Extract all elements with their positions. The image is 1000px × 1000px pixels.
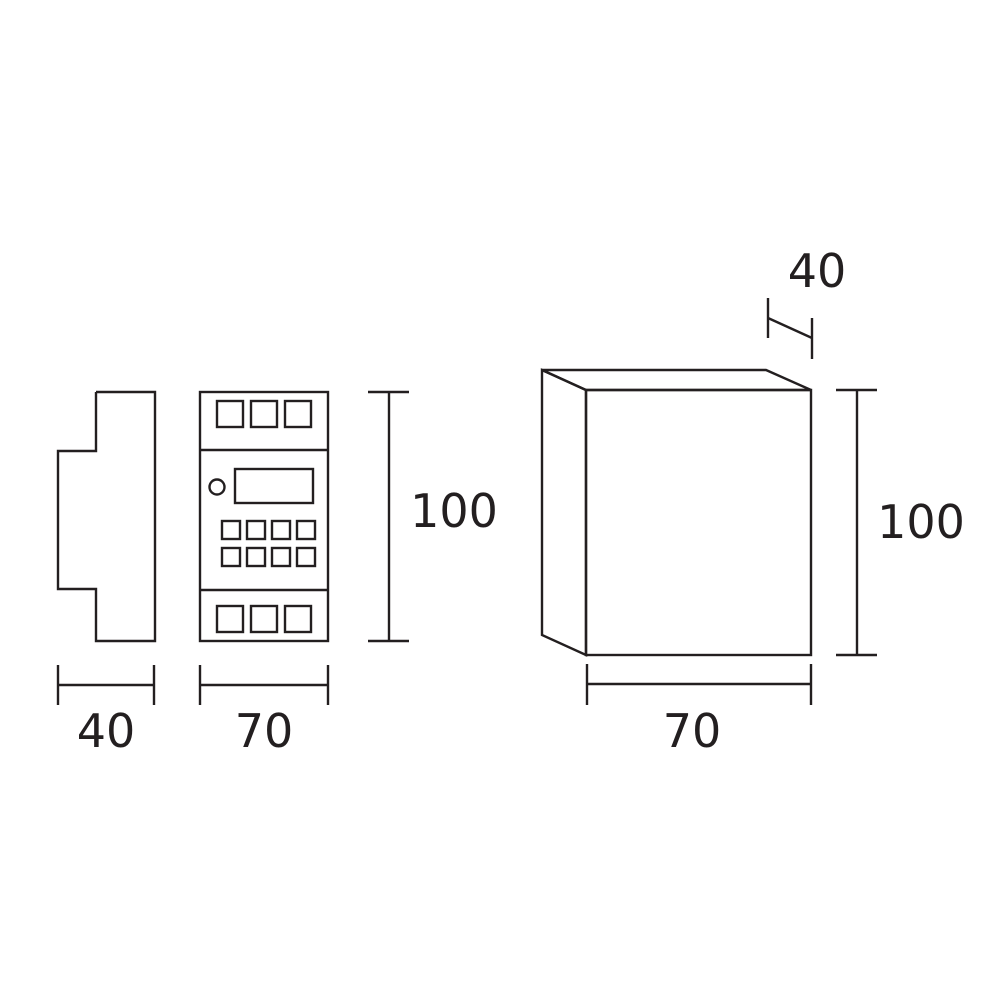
key <box>220 546 242 568</box>
box-view: 40 70 100 <box>540 244 965 758</box>
box-front-face <box>584 388 813 657</box>
dimension-line <box>767 316 813 340</box>
box-side-face <box>540 368 588 657</box>
front-width-dimension: 70 <box>198 665 330 758</box>
indicator-led <box>208 478 226 496</box>
terminal <box>249 604 279 634</box>
side-profile-outline <box>56 390 157 643</box>
keypad <box>220 519 317 568</box>
box-width-label: 70 <box>663 704 722 758</box>
side-width-dimension: 40 <box>56 665 156 758</box>
key <box>245 546 267 568</box>
bottom-terminal-row <box>215 604 313 634</box>
box-height-label: 100 <box>877 495 965 549</box>
key <box>245 519 267 541</box>
box-depth-label: 40 <box>788 244 847 298</box>
side-view: 40 <box>56 390 157 758</box>
front-height-label: 100 <box>410 484 498 538</box>
box-top-face <box>541 368 812 392</box>
front-outline <box>198 390 330 643</box>
display-window <box>233 467 315 505</box>
front-width-label: 70 <box>235 704 294 758</box>
key <box>270 546 292 568</box>
terminal <box>215 399 245 429</box>
terminal <box>215 604 245 634</box>
front-view: 70 100 <box>198 390 498 758</box>
key <box>295 546 317 568</box>
side-width-label: 40 <box>77 704 136 758</box>
terminal <box>283 399 313 429</box>
box-height-dimension: 100 <box>836 388 965 657</box>
box-depth-dimension: 40 <box>766 244 847 359</box>
key <box>295 519 317 541</box>
key <box>270 519 292 541</box>
box-width-dimension: 70 <box>585 664 813 758</box>
terminal <box>283 604 313 634</box>
top-terminal-row <box>215 399 313 429</box>
key <box>220 519 242 541</box>
terminal <box>249 399 279 429</box>
front-height-dimension: 100 <box>368 390 498 643</box>
